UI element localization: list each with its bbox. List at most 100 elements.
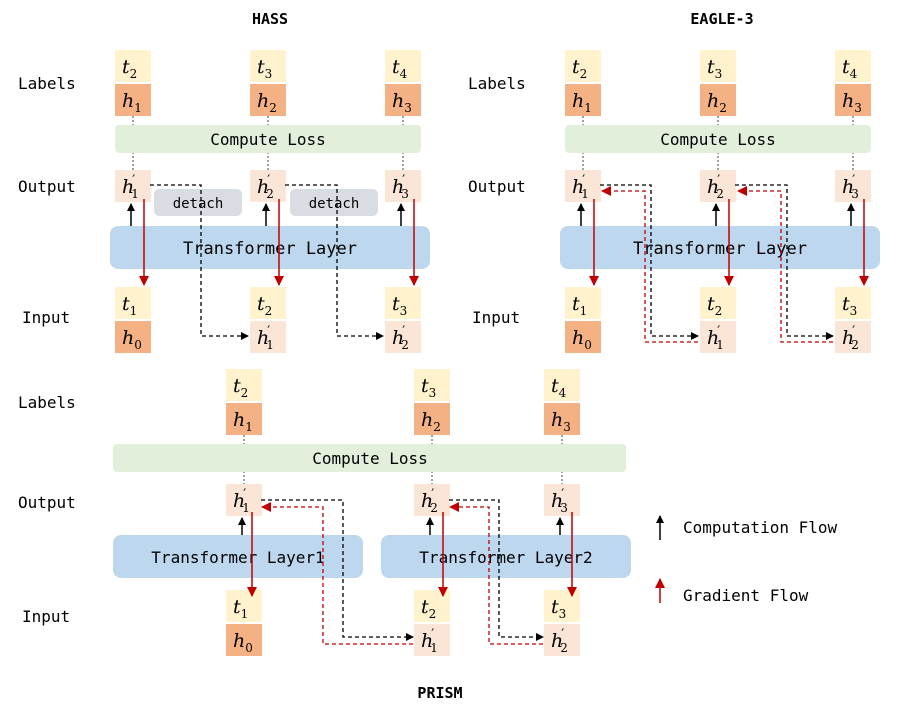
token-box-h: h2 xyxy=(250,84,286,116)
token-box-t: t3 xyxy=(835,287,871,319)
token-box-bg xyxy=(250,321,286,353)
hass-flow-h2-to-input xyxy=(285,184,384,340)
token-box-bg xyxy=(835,84,871,116)
token-box-bg xyxy=(226,484,262,516)
token-symbol: t3 xyxy=(392,293,407,318)
token-box-t: t4 xyxy=(544,369,580,401)
token-box-bg xyxy=(115,287,151,319)
prism-compute-loss-label: Compute Loss xyxy=(312,449,428,468)
eagle3-flow-h2-to-input xyxy=(735,184,834,340)
eagle3-input-row-label: Input xyxy=(472,308,520,327)
token-box-bg xyxy=(544,484,580,516)
token-box-t: t2 xyxy=(565,50,601,82)
token-symbol: h3 xyxy=(392,90,412,115)
token-box-t: t2 xyxy=(226,369,262,401)
token-symbol: h′1 xyxy=(421,627,438,655)
token-box-bg xyxy=(115,170,151,202)
token-symbol: t1 xyxy=(233,596,248,621)
token-symbol: h1 xyxy=(233,409,253,434)
title-hass: HASS xyxy=(252,10,288,28)
token-box-bg xyxy=(250,50,286,82)
token-box-h: h3 xyxy=(544,403,580,435)
token-box-h-prime: h′1 xyxy=(250,321,286,353)
eagle3-output-row-label: Output xyxy=(468,177,526,196)
token-box-bg xyxy=(835,321,871,353)
token-box-h-prime: h′2 xyxy=(700,170,736,202)
token-box-h: h2 xyxy=(700,84,736,116)
token-box-h: h0 xyxy=(226,624,262,656)
hass-output-row-label: Output xyxy=(18,177,76,196)
token-box-t: t3 xyxy=(385,287,421,319)
token-symbol: h1 xyxy=(572,90,592,115)
token-box-t: t3 xyxy=(700,50,736,82)
eagle3-flow-h1-to-input xyxy=(600,184,699,340)
title-eagle3: EAGLE-3 xyxy=(690,10,753,28)
token-box-bg xyxy=(385,321,421,353)
token-symbol: h0 xyxy=(122,327,142,352)
token-symbol: t3 xyxy=(707,56,722,81)
token-symbol: h2 xyxy=(707,90,727,115)
token-symbol: h2 xyxy=(257,90,277,115)
hass-detach-label-1: detach xyxy=(173,196,224,212)
token-symbol: t1 xyxy=(122,293,137,318)
token-symbol: h3 xyxy=(842,90,862,115)
token-symbol: t2 xyxy=(257,293,272,318)
hass-input-row-label: Input xyxy=(22,308,70,327)
prism-labels-row-label: Labels xyxy=(18,393,76,412)
token-symbol: t2 xyxy=(122,56,137,81)
token-box-h-prime: h′1 xyxy=(700,321,736,353)
token-symbol: h′2 xyxy=(257,173,274,201)
token-box-h-prime: h′1 xyxy=(414,624,450,656)
prism-flow-h1-to-input xyxy=(261,499,414,641)
hass-transformer-label: Transformer Layer xyxy=(183,239,357,259)
prism-grad-path-2 xyxy=(449,502,543,645)
token-box-bg xyxy=(414,624,450,656)
token-symbol: t2 xyxy=(421,596,436,621)
token-box-t: t4 xyxy=(385,50,421,82)
prism-transformer-layer2-label: Transformer Layer2 xyxy=(419,548,592,567)
token-symbol: h0 xyxy=(572,327,592,352)
token-box-bg xyxy=(385,84,421,116)
token-box-bg xyxy=(835,170,871,202)
hass-transformer-layer xyxy=(110,226,430,269)
hass-detach-box-2 xyxy=(290,189,378,216)
token-box-h-prime: h′2 xyxy=(385,321,421,353)
token-box-h: h1 xyxy=(565,84,601,116)
hass-flow-h1-to-input xyxy=(150,184,249,340)
token-box-t: t4 xyxy=(835,50,871,82)
prism-input-row-label: Input xyxy=(22,607,70,626)
token-box-bg xyxy=(385,50,421,82)
token-box-h-prime: h′2 xyxy=(250,170,286,202)
token-box-h-prime: h′3 xyxy=(385,170,421,202)
token-box-h-prime: h′2 xyxy=(414,484,450,516)
eagle3-grad-path-1 xyxy=(601,186,698,343)
gradient-dashed-paths xyxy=(261,186,833,645)
token-box-h: h3 xyxy=(385,84,421,116)
token-box-bg xyxy=(835,287,871,319)
eagle3-grad-path-2 xyxy=(737,186,833,343)
token-box-h: h1 xyxy=(115,84,151,116)
token-box-h: h0 xyxy=(115,321,151,353)
eagle3-compute-loss-box xyxy=(565,125,871,153)
token-box-bg xyxy=(115,50,151,82)
token-symbol: h′3 xyxy=(551,487,568,515)
computation-arrows xyxy=(127,203,855,535)
token-box-h-prime: h′1 xyxy=(226,484,262,516)
token-symbol: t2 xyxy=(233,375,248,400)
token-symbol: h′1 xyxy=(572,173,589,201)
token-box-bg xyxy=(226,624,262,656)
hass-detach-label-2: detach xyxy=(309,196,360,212)
token-box-t: t2 xyxy=(250,287,286,319)
token-symbol: h′2 xyxy=(421,487,438,515)
token-box-bg xyxy=(565,50,601,82)
token-box-t: t2 xyxy=(115,50,151,82)
token-box-bg xyxy=(385,287,421,319)
eagle3-compute-loss-label: Compute Loss xyxy=(660,130,776,149)
token-symbol: t1 xyxy=(572,293,587,318)
token-box-t: t1 xyxy=(226,590,262,622)
token-box-bg xyxy=(250,287,286,319)
token-box-h-prime: h′2 xyxy=(544,624,580,656)
token-symbol: h′1 xyxy=(233,487,250,515)
token-box-bg xyxy=(226,369,262,401)
